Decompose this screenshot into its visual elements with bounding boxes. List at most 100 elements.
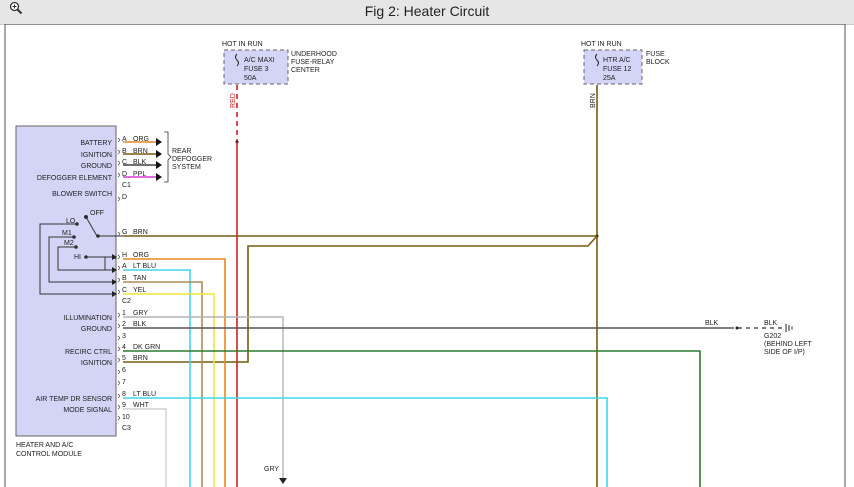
c2-label: C2 <box>122 298 131 305</box>
c3-pin-6: 6 <box>122 367 126 374</box>
fuse3-hot-label: HOT IN RUN <box>222 41 263 48</box>
control-module <box>15 125 117 437</box>
c1-wire-c: BLK <box>133 159 147 166</box>
blower-arrow-c <box>112 291 117 297</box>
blower-wire-c: YEL <box>133 287 146 294</box>
label-mode-signal: MODE SIGNAL <box>63 407 112 414</box>
rear-defogger-line2: DEFOGGER <box>172 156 212 163</box>
fuse12-line1: HTR A/C <box>603 57 631 64</box>
c3-wire-5: BRN <box>133 355 148 362</box>
arrow-c1-d <box>156 173 162 181</box>
fuse12-hot-label: HOT IN RUN <box>581 41 622 48</box>
blower-arrow-a <box>112 267 117 273</box>
label-illumination: ILLUMINATION <box>64 315 113 322</box>
c1-pin-a: A <box>122 136 127 143</box>
c1-wire-b: BRN <box>133 148 148 155</box>
ground-blk-label-1: BLK <box>705 320 719 327</box>
fuse-3-box <box>223 49 289 85</box>
rear-defogger-line1: REAR <box>172 148 191 155</box>
bottom-gry-label: GRY <box>264 466 279 473</box>
label-defogger-element: DEFOGGER ELEMENT <box>37 175 113 182</box>
wire-blower-c-yel <box>123 293 215 487</box>
arrow-c1-b <box>156 150 162 158</box>
switch-hi-label: HI <box>74 254 81 261</box>
wire-blower-b-tan <box>123 281 203 487</box>
label-battery: BATTERY <box>80 140 112 147</box>
c1-pin-b: B <box>122 148 127 155</box>
blower-wire-b: TAN <box>133 275 146 282</box>
arrow-c1-c <box>156 161 162 169</box>
blower-wire-a: LT BLU <box>133 263 156 270</box>
c1-label: C1 <box>122 182 131 189</box>
rear-defogger-line3: SYSTEM <box>172 164 201 171</box>
wire-c3-1-gry <box>123 316 284 478</box>
c3-pin-1: 1 <box>122 310 126 317</box>
switch-lo-label: LO <box>66 218 76 225</box>
blower-wire-g: BRN <box>133 229 148 236</box>
c1-pin-c: C <box>122 159 127 166</box>
fuse3-location1: UNDERHOOD <box>291 51 337 58</box>
ground-location-1: (BEHIND LEFT <box>764 341 813 348</box>
fuse12-line2: FUSE 12 <box>603 66 632 73</box>
fuse12-line3: 25A <box>603 75 616 82</box>
wire-c3-8-ltblu <box>123 397 608 487</box>
label-air-temp-sensor: AIR TEMP DR SENSOR <box>36 396 112 403</box>
c3-pin-2: 2 <box>122 321 126 328</box>
zoom-in-icon[interactable] <box>9 1 23 15</box>
label-blower-switch: BLOWER SWITCH <box>52 191 112 198</box>
arrow-c1-a <box>156 138 162 146</box>
blower-pin-g: G <box>122 229 127 236</box>
c3-pin-7: 7 <box>122 379 126 386</box>
fuse3-line3: 50A <box>244 75 257 82</box>
fuse3-line1: A/C MAXI <box>244 57 275 64</box>
wire-brn-label: BRN <box>590 93 597 108</box>
blower-arrow-hi <box>112 254 117 260</box>
module-labels: BATTERY IGNITION GROUND DEFOGGER ELEMENT… <box>36 140 113 414</box>
c3-wire-1: GRY <box>133 310 148 317</box>
module-name-2: CONTROL MODULE <box>16 451 82 458</box>
c3-pin-5: 5 <box>122 355 126 362</box>
blower-wire-h: ORG <box>133 252 149 259</box>
fuse3-location3: CENTER <box>291 67 320 74</box>
window-title: Fig 2: Heater Circuit <box>364 3 490 19</box>
switch-m1-label: M1 <box>62 230 72 237</box>
switch-m2-label: M2 <box>64 240 74 247</box>
diagram-frame <box>4 24 846 487</box>
blower-pin-d: D <box>122 194 127 201</box>
ground-location-2: SIDE OF I/P) <box>764 349 805 356</box>
blower-pin-a: A <box>122 263 127 270</box>
ground-splice <box>735 326 739 330</box>
blower-pin-c: C <box>122 287 127 294</box>
label-ignition-2: IGNITION <box>81 360 112 367</box>
rear-defogger-brace <box>164 131 172 183</box>
c3-pin-8: 8 <box>122 391 126 398</box>
wire-blower-h-org <box>123 258 226 487</box>
wire-c3-9-wht <box>123 408 167 487</box>
c3-wire-9: WHT <box>133 402 150 409</box>
ground-blk-label-2: BLK <box>764 320 778 327</box>
c1-pin-d: D <box>122 171 127 178</box>
fuse-12-box <box>583 49 643 85</box>
blower-arrow-b <box>112 279 117 285</box>
c3-wire-2: BLK <box>133 321 147 328</box>
fuse12-location2: BLOCK <box>646 59 670 66</box>
c1-wire-a: ORG <box>133 136 149 143</box>
ground-symbol <box>785 324 793 332</box>
c3-pin-4: 4 <box>122 344 126 351</box>
connector-pin-marks <box>117 137 120 421</box>
wire-c3-4-dkgrn <box>123 350 701 487</box>
ground-g202-label: G202 <box>764 333 781 340</box>
fuse3-line2: FUSE 3 <box>244 66 269 73</box>
c3-pin-3: 3 <box>122 333 126 340</box>
wire-c3-5-brn <box>123 235 598 363</box>
blower-switch <box>39 215 123 295</box>
c3-pin-9: 9 <box>122 402 126 409</box>
heater-circuit-diagram: HOT IN RUN A/C MAXI FUSE 3 50A UNDERHOOD… <box>4 24 846 487</box>
c3-pin-10: 10 <box>122 414 130 421</box>
label-ignition: IGNITION <box>81 152 112 159</box>
fuse3-location2: FUSE-RELAY <box>291 59 335 66</box>
ground-arrow-gry <box>279 478 287 484</box>
c3-wire-4: DK GRN <box>133 344 160 351</box>
module-name-1: HEATER AND A/C <box>16 442 73 449</box>
fuse12-location1: FUSE <box>646 51 665 58</box>
